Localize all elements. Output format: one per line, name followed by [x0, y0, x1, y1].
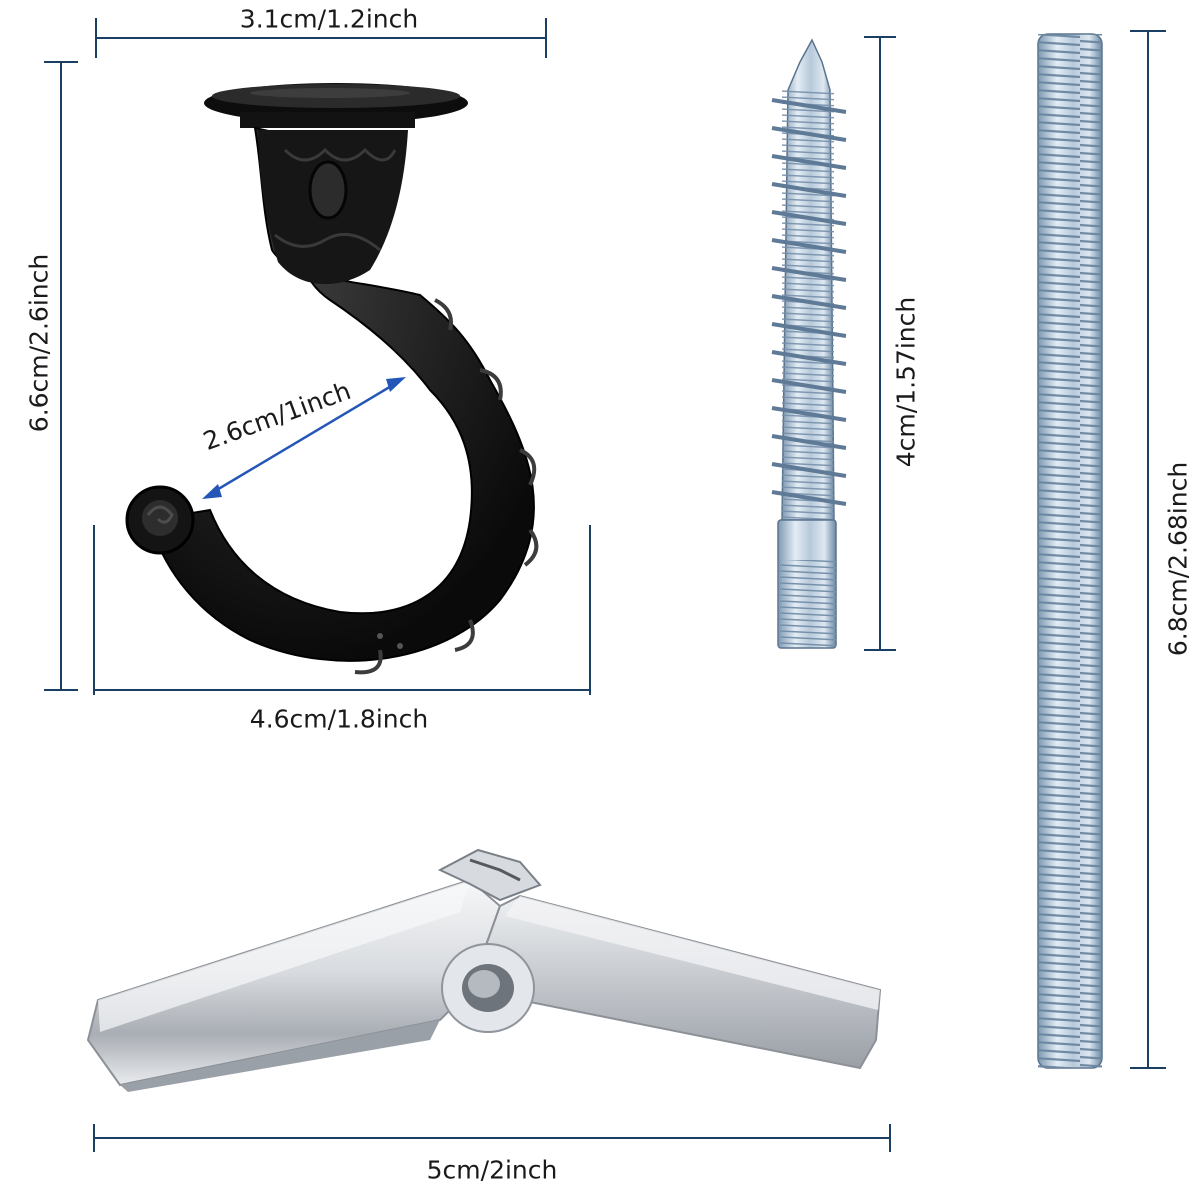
hook-height-label: 6.6cm/2.6inch	[24, 253, 54, 433]
toggle-length-label: 5cm/2inch	[426, 1155, 558, 1185]
hook-base-width-label: 3.1cm/1.2inch	[239, 4, 419, 34]
screw-thread-flights	[771, 98, 847, 506]
hanger-screw-illustration	[771, 38, 847, 649]
hook-width-label: 4.6cm/1.8inch	[249, 704, 429, 734]
rod-length-label: 6.8cm/2.68inch	[1163, 461, 1193, 657]
screw-length-label: 4cm/1.57inch	[891, 296, 921, 468]
toggle-wing-illustration	[86, 848, 882, 1092]
hook-opening-arrow	[202, 377, 406, 499]
ceiling-hook-illustration	[125, 83, 539, 675]
dimension-lines	[44, 18, 1166, 1152]
threaded-rod-illustration	[1037, 33, 1103, 1069]
